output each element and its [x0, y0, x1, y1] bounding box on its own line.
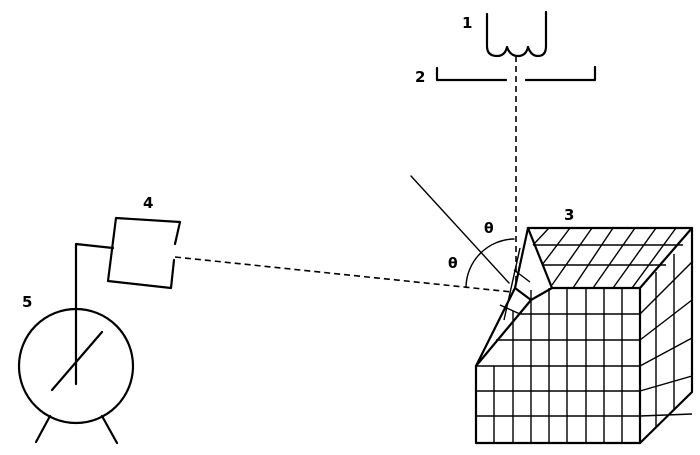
- label-1: 1: [462, 14, 472, 32]
- cube-front-face: [476, 288, 640, 443]
- plane-normal-line: [410, 175, 510, 284]
- detector-slit: [106, 216, 182, 290]
- aperture-slit: [435, 65, 597, 82]
- filament-source: [485, 10, 548, 58]
- angle-theta-upper: θ: [484, 221, 494, 237]
- counter-device: [17, 307, 135, 445]
- label-2: 2: [415, 68, 425, 86]
- crystal-cube: [474, 226, 694, 445]
- cube-cut-plane: [499, 247, 531, 321]
- cube-outline: [474, 226, 694, 445]
- cube-right-face: [639, 254, 693, 427]
- label-3: 3: [564, 206, 574, 224]
- cube-top-face: [532, 227, 683, 289]
- label-4: 4: [143, 194, 153, 212]
- detector-arm: [74, 242, 115, 386]
- angle-arc: [465, 238, 515, 288]
- angle-theta-lower: θ: [448, 256, 458, 272]
- label-5: 5: [22, 293, 32, 311]
- reflected-beam: [174, 256, 513, 293]
